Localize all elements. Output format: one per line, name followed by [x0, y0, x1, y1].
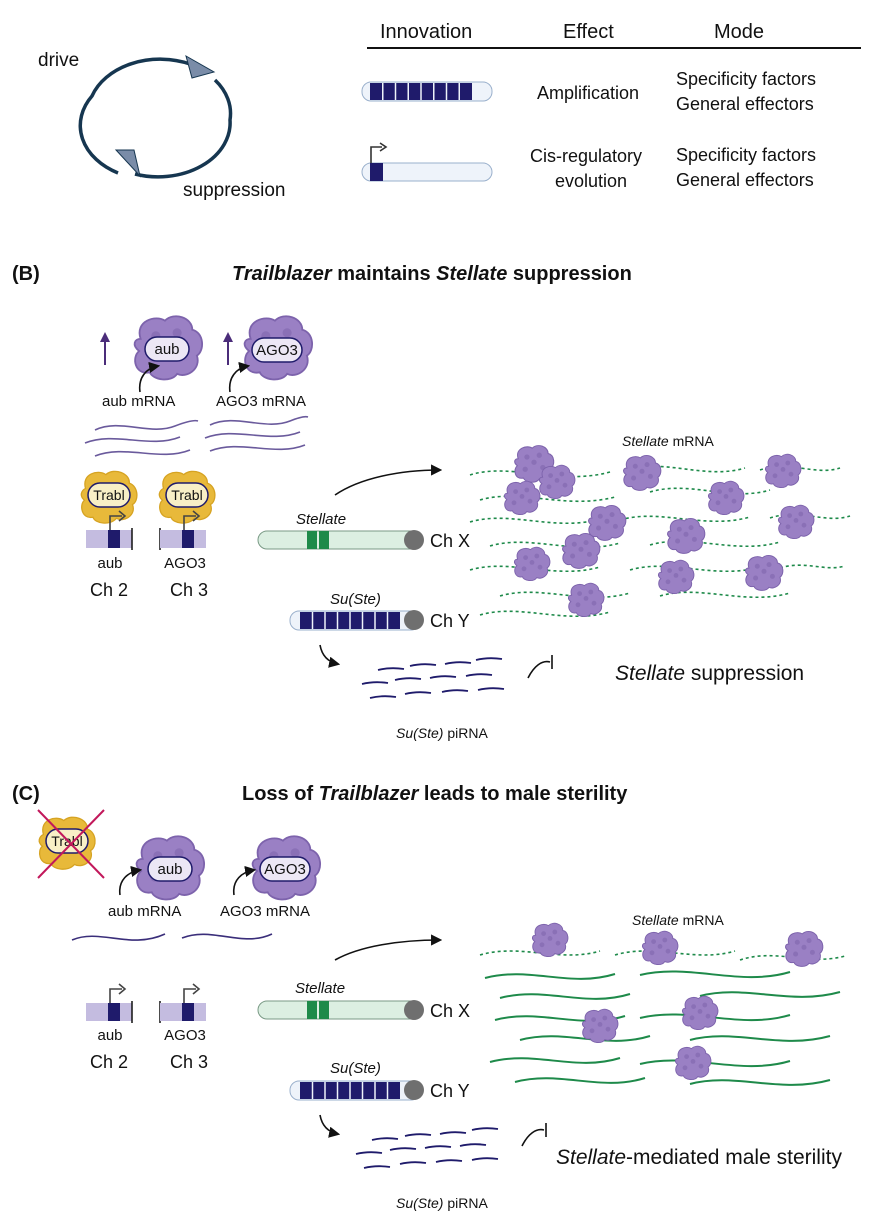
pirna-repression-arrow-c [521, 1128, 545, 1147]
ago3-promoter-arrow-icon [183, 515, 196, 530]
ago3-translation-arrow [228, 361, 251, 393]
stellate-gene-c-label: Stellate [295, 980, 345, 997]
ago3-mrna-c-label: AGO3 mRNA [220, 903, 310, 920]
effect-amplification: Amplification [537, 83, 639, 103]
ch3-label: Ch 3 [170, 580, 208, 600]
amplified-gene-bar [361, 81, 493, 102]
suppression-label: suppression [183, 180, 285, 201]
suste-gene-label: Su(Ste) [330, 591, 381, 608]
panel-b: (B) Trailblazer maintains Stellate suppr… [12, 263, 851, 741]
suste-chromosome-y [289, 610, 424, 631]
header-effect: Effect [563, 21, 614, 43]
stellate-mrna-label: Stellate mRNA [622, 433, 714, 449]
ago3-promoter-arrow-c-icon [183, 988, 196, 1003]
aub-ago3-mrna-waves [84, 415, 309, 457]
aub-promoter-arrow-c-icon [109, 988, 122, 1003]
pirna-repression-arrow [527, 660, 551, 679]
drive-label: drive [38, 50, 79, 71]
stellate-bound-proteins-c [531, 922, 824, 1081]
stellate-gene-label: Stellate [296, 511, 346, 528]
header-mode: Mode [714, 21, 764, 43]
aub-translation-arrow [138, 361, 161, 393]
drive-suppression-cycle: drive suppression [38, 50, 285, 201]
ch3-c-label: Ch 3 [170, 1052, 208, 1072]
aub-promoter-arrow-icon [109, 515, 122, 530]
ch2-label: Ch 2 [90, 580, 128, 600]
aub-translation-arrow-c [118, 865, 143, 896]
aub-protein-c-label: aub [157, 861, 182, 878]
suste-pirna-cluster [361, 657, 505, 699]
upregulation-arrows [100, 332, 233, 365]
chy-label: Ch Y [430, 611, 470, 631]
male-sterility-label: Stellate-mediated male sterility [556, 1146, 842, 1169]
ago3-mrna-label: AGO3 mRNA [216, 393, 306, 410]
trabl-label-2: Trabl [171, 487, 202, 503]
ago3-protein-c: AGO3 [251, 835, 322, 901]
stellate-transcription-arrow [334, 464, 443, 496]
chy-c-label: Ch Y [430, 1081, 470, 1101]
ago3-translation-arrow-c [232, 865, 257, 896]
aub-mrna-label: aub mRNA [102, 393, 175, 410]
stellate-chromosome-x-c [257, 1000, 424, 1020]
aub-protein: aub [133, 315, 204, 381]
loss-cross-icon [37, 809, 105, 879]
ago3-gene-locus-c [159, 983, 206, 1023]
trabl-protein-2: Trabl [158, 470, 216, 524]
panel-c: (C) Loss of Trailblazer leads to male st… [12, 783, 846, 1211]
header-innovation: Innovation [380, 21, 472, 43]
innovation-table: Innovation Effect Mode Amplification [361, 21, 861, 191]
cis-regulatory-gene-bar [361, 142, 493, 182]
suste-transcription-arrow-c [319, 1114, 341, 1138]
mode-general-2: General effectors [676, 170, 814, 190]
suste-transcription-arrow [319, 644, 341, 668]
chx-c-label: Ch X [430, 1001, 470, 1021]
ch2-c-label: Ch 2 [90, 1052, 128, 1072]
stellate-mrna-solid-c [484, 970, 841, 1086]
suste-gene-c-label: Su(Ste) [330, 1060, 381, 1077]
panel-c-label: (C) [12, 783, 40, 805]
stellate-suppression-label: Stellate suppression [615, 662, 804, 685]
panel-c-title: Loss of Trailblazer leads to male steril… [242, 783, 628, 805]
panel-a: drive suppression Innovation Effect Mode [38, 21, 861, 201]
chx-label: Ch X [430, 531, 470, 551]
stellate-mrna-c-label: Stellate mRNA [632, 912, 724, 928]
aub-ago3-mrna-waves-c [71, 933, 273, 941]
ago3-gene-c-label: AGO3 [164, 1027, 206, 1044]
promoter-arrow-icon [370, 146, 382, 163]
effect-evolution: evolution [555, 171, 627, 191]
ago3-protein-c-label: AGO3 [264, 861, 306, 878]
ago3-protein: AGO3 [243, 315, 314, 381]
pirna-label: Su(Ste) piRNA [396, 725, 488, 741]
aub-gene-locus-c [86, 983, 133, 1023]
stellate-transcription-arrow-c [334, 934, 443, 961]
aub-gene-locus [86, 510, 133, 550]
trabl-protein-1: Trabl [80, 470, 138, 524]
stellate-chromosome-x [257, 530, 424, 550]
stellate-bound-proteins [503, 445, 815, 618]
aub-mrna-c-label: aub mRNA [108, 903, 181, 920]
effect-cis-regulatory: Cis-regulatory [530, 146, 642, 166]
aub-gene-c-label: aub [97, 1027, 122, 1044]
ago3-gene-locus [159, 510, 206, 550]
mode-specificity-1: Specificity factors [676, 69, 816, 89]
ago3-gene-label: AGO3 [164, 555, 206, 572]
suste-pirna-cluster-c [355, 1127, 499, 1169]
trabl-protein-lost: Trabl [37, 809, 105, 879]
mode-general-1: General effectors [676, 94, 814, 114]
mode-specificity-2: Specificity factors [676, 145, 816, 165]
suste-chromosome-y-c [289, 1080, 424, 1101]
ago3-protein-label: AGO3 [256, 342, 298, 359]
aub-gene-label: aub [97, 555, 122, 572]
aub-protein-c: aub [135, 835, 206, 901]
panel-b-label: (B) [12, 263, 40, 285]
trabl-label-1: Trabl [93, 487, 124, 503]
panel-b-title: Trailblazer maintains Stellate suppressi… [232, 263, 632, 285]
aub-protein-label: aub [154, 341, 179, 358]
pirna-c-label: Su(Ste) piRNA [396, 1195, 488, 1211]
